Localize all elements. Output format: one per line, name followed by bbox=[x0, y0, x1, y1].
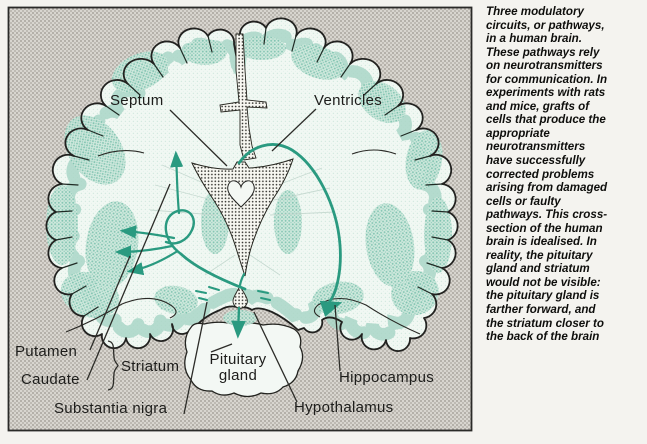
label-caudate: Caudate bbox=[21, 371, 80, 388]
pathway-right-arc bbox=[237, 143, 343, 317]
label-putamen: Putamen bbox=[15, 343, 78, 360]
caudate-leader-line bbox=[86, 183, 171, 381]
septum-leader-line bbox=[169, 109, 228, 167]
leader-lines bbox=[86, 108, 341, 415]
label-septum: Septum bbox=[110, 92, 164, 109]
longitudinal-fissure bbox=[219, 33, 268, 161]
pathway-branch-3 bbox=[126, 250, 178, 276]
pathway-left-loop bbox=[164, 209, 195, 256]
sulci-lines bbox=[55, 27, 449, 317]
substantia-nigra-marks bbox=[195, 286, 220, 301]
infundibulum-teardrop bbox=[232, 284, 248, 309]
label-ventricles: Ventricles bbox=[314, 92, 383, 109]
substantia-nigra-leader-line bbox=[183, 301, 208, 415]
ventricles-leader-line bbox=[271, 108, 317, 152]
ventricles-region bbox=[191, 158, 294, 277]
label-substantia-nigra: Substantia nigra bbox=[54, 400, 168, 417]
label-hippocampus: Hippocampus bbox=[339, 369, 435, 386]
hypothalamus-marks bbox=[257, 290, 271, 301]
label-pituitary-gland: Pituitary gland bbox=[209, 351, 267, 384]
pathway-branch-up bbox=[170, 150, 184, 215]
striatum-right-patch bbox=[365, 203, 415, 287]
hypothalamus-leader-line bbox=[253, 311, 298, 403]
pathway-branch-1 bbox=[119, 225, 176, 240]
label-hypothalamus: Hypothalamus bbox=[294, 399, 394, 416]
striations bbox=[149, 164, 336, 276]
putamen-leader-line bbox=[89, 255, 131, 351]
pituitary-leader-line bbox=[210, 343, 233, 353]
figure-caption: Three modulatory circuits, or pathways, … bbox=[486, 5, 608, 344]
hippocampus-leader-line bbox=[334, 304, 341, 372]
third-ventricle-heart bbox=[227, 180, 255, 208]
pathway-stalk-upper bbox=[238, 272, 246, 287]
striatum-brace bbox=[107, 340, 119, 391]
pathway-branch-2 bbox=[114, 244, 174, 259]
label-striatum: Striatum bbox=[121, 358, 180, 375]
pathway-stalk-lower bbox=[231, 306, 246, 339]
interior-sulci bbox=[65, 149, 421, 335]
pathway-left-trunk bbox=[179, 252, 247, 291]
teal-tissue-patches bbox=[46, 36, 452, 319]
modulatory-pathways bbox=[114, 143, 343, 339]
